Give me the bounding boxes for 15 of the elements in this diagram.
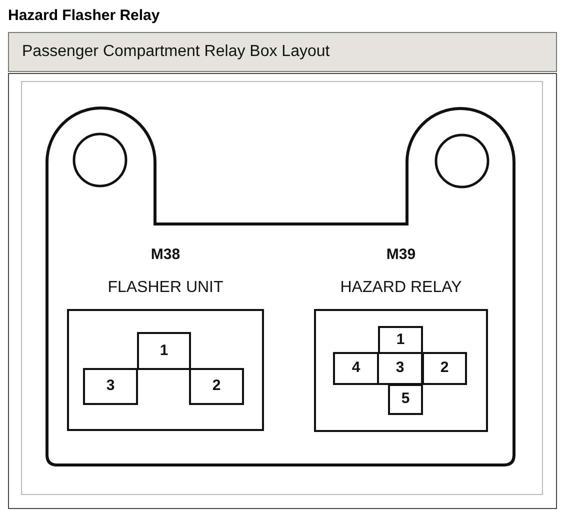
terminal-cavity: 5: [388, 384, 423, 415]
section-header: Passenger Compartment Relay Box Layout: [8, 32, 557, 72]
terminal-cavity: 3: [83, 368, 138, 405]
relay-box-outline: [45, 106, 516, 467]
terminal-cavity: 1: [378, 326, 423, 354]
connector-code: M39: [385, 245, 417, 265]
page-title: Hazard Flasher Relay: [8, 6, 160, 26]
connector-code: M38: [150, 245, 182, 265]
terminal-cavity: 3: [377, 352, 423, 385]
relay-name: HAZARD RELAY: [339, 278, 463, 298]
terminal-cavity: 2: [422, 352, 467, 385]
terminal-cavity: 4: [333, 352, 379, 385]
terminal-cavity: 1: [137, 332, 191, 370]
relay-name: FLASHER UNIT: [106, 278, 224, 298]
terminal-cavity: 2: [189, 368, 244, 405]
